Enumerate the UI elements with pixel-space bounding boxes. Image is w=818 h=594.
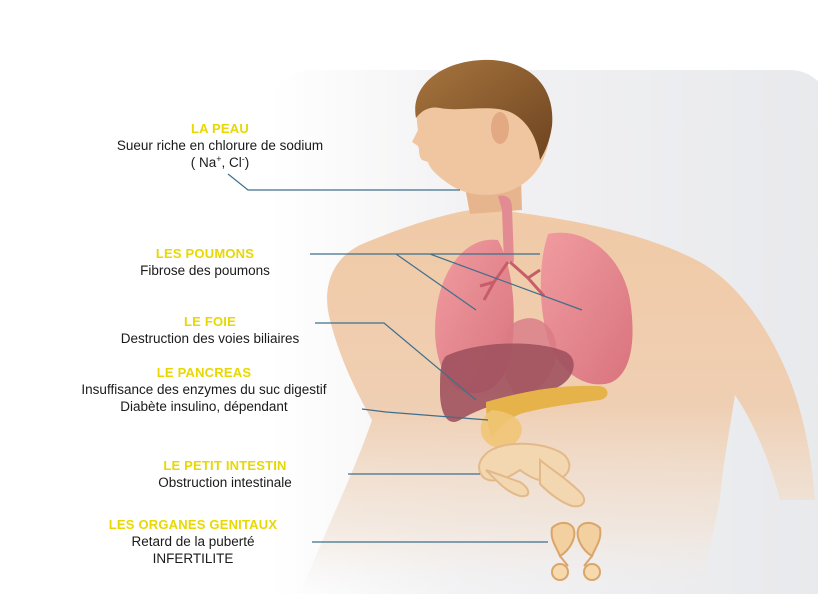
label-foie-title: LE FOIE bbox=[60, 313, 360, 330]
label-peau-desc: Sueur riche en chlorure de sodium bbox=[80, 137, 360, 154]
label-poumons-title: LES POUMONS bbox=[100, 245, 310, 262]
label-poumons-desc: Fibrose des poumons bbox=[100, 262, 310, 279]
label-genitaux-title: LES ORGANES GENITAUX bbox=[75, 516, 311, 533]
label-peau: LA PEAU Sueur riche en chlorure de sodiu… bbox=[80, 120, 360, 171]
label-peau-ions: ( Na+, Cl-) bbox=[80, 154, 360, 171]
label-peau-title: LA PEAU bbox=[80, 120, 360, 137]
label-pancreas-desc1: Insuffisance des enzymes du suc digestif bbox=[18, 381, 390, 398]
label-foie-desc: Destruction des voies biliaires bbox=[60, 330, 360, 347]
label-genitaux-desc2: INFERTILITE bbox=[75, 550, 311, 567]
label-intestin: LE PETIT INTESTIN Obstruction intestinal… bbox=[100, 457, 350, 491]
label-poumons: LES POUMONS Fibrose des poumons bbox=[100, 245, 310, 279]
label-foie: LE FOIE Destruction des voies biliaires bbox=[60, 313, 360, 347]
label-genitaux-desc1: Retard de la puberté bbox=[75, 533, 311, 550]
label-intestin-desc: Obstruction intestinale bbox=[100, 474, 350, 491]
label-pancreas-desc2: Diabète insulino, dépendant bbox=[18, 398, 390, 415]
body-ear bbox=[491, 112, 509, 144]
label-pancreas: LE PANCREAS Insuffisance des enzymes du … bbox=[18, 364, 390, 415]
label-genitaux: LES ORGANES GENITAUX Retard de la pubert… bbox=[75, 516, 311, 567]
label-pancreas-title: LE PANCREAS bbox=[18, 364, 390, 381]
label-intestin-title: LE PETIT INTESTIN bbox=[100, 457, 350, 474]
